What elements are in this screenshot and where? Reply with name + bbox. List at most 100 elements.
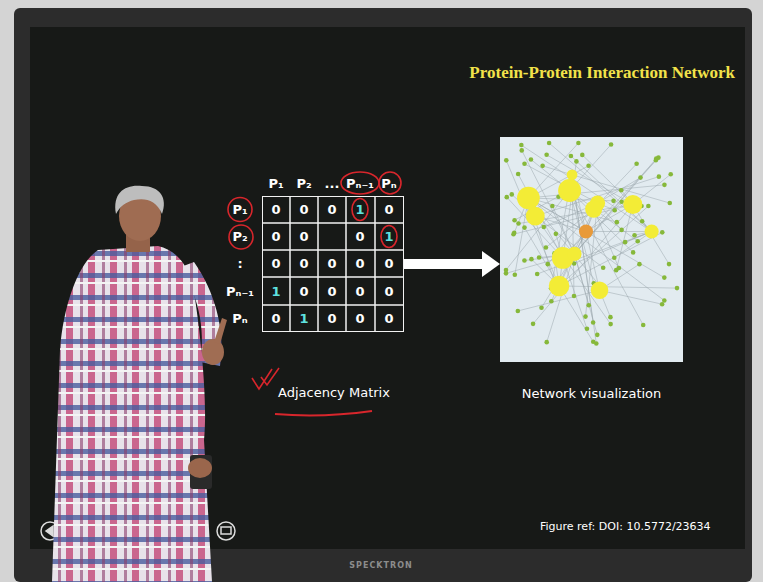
matrix-cell: 0 <box>355 229 364 244</box>
network-node <box>662 298 667 303</box>
matrix-header: ... <box>325 176 340 191</box>
slide-title: Protein-Protein Interaction Network <box>469 63 735 83</box>
network-link <box>570 191 644 326</box>
network-node <box>638 175 643 180</box>
network-node <box>612 208 617 213</box>
network-node <box>637 262 642 267</box>
matrix-header: P₁ <box>232 202 247 217</box>
presenter <box>52 186 227 582</box>
network-node <box>549 299 554 304</box>
network-link <box>552 206 574 254</box>
matrix-cell: 0 <box>384 256 393 271</box>
matrix-cell: 0 <box>299 284 308 299</box>
matrix-cell: 1 <box>355 202 364 217</box>
network-node <box>660 230 665 235</box>
network-node <box>544 152 549 157</box>
pen-circle <box>379 172 401 194</box>
presenter-hand <box>202 339 224 365</box>
network-node <box>654 158 659 163</box>
network-node <box>668 172 673 177</box>
network-node <box>619 228 624 233</box>
matrix-cell: 0 <box>271 229 280 244</box>
pen-underline <box>275 411 372 415</box>
presenter-shirt <box>52 246 212 582</box>
network-node <box>591 339 596 344</box>
network-hub <box>558 179 581 202</box>
network-link <box>547 155 633 205</box>
matrix-cell: 0 <box>299 256 308 271</box>
network-node <box>617 266 622 271</box>
network-link <box>515 198 529 275</box>
network-node <box>540 164 545 169</box>
network-node <box>516 309 521 314</box>
pen-circle <box>381 226 397 248</box>
network-node <box>601 265 606 270</box>
matrix-cell: 1 <box>384 229 393 244</box>
network-hub <box>585 201 602 218</box>
network-node <box>522 258 527 263</box>
matrix-header: P₁ <box>268 176 283 191</box>
network-node <box>635 239 640 244</box>
network-node <box>504 268 509 273</box>
flow-arrow <box>404 259 482 269</box>
network-hub <box>517 187 540 210</box>
brand-name: SPECKTRON <box>349 561 412 570</box>
network-node <box>580 153 585 158</box>
network-node <box>547 141 552 146</box>
network-node <box>535 272 540 277</box>
network-node <box>529 257 534 262</box>
network-link <box>549 143 652 232</box>
network-node <box>554 232 559 237</box>
network-node <box>608 322 613 327</box>
network-link <box>586 231 652 232</box>
matrix-header: Pₙ₋₁ <box>226 284 254 299</box>
network-links <box>506 143 677 344</box>
network-node <box>516 172 521 177</box>
matrix-header: Pₙ <box>232 311 247 326</box>
network-node <box>667 262 672 267</box>
matrix-header: Pₙ₋₁ <box>346 176 374 191</box>
pen-circle <box>228 198 252 222</box>
node-caption: Adjacency Matrix <box>278 385 390 400</box>
matrix-cell: 0 <box>327 256 336 271</box>
nav-icon <box>46 526 53 536</box>
network-node <box>623 240 628 245</box>
network-node <box>675 286 680 291</box>
network-link <box>513 205 632 235</box>
network-link <box>559 232 662 286</box>
figure-reference: Figure ref: DOI: 10.5772/23634 <box>540 520 711 533</box>
nav-icon <box>217 522 235 540</box>
network-hub <box>567 169 578 180</box>
network-node <box>586 303 591 308</box>
network-node <box>634 161 639 166</box>
network-node <box>608 315 613 320</box>
network-link <box>563 258 587 329</box>
presenter-hair <box>115 186 164 214</box>
network-link <box>518 174 563 258</box>
network-node <box>640 219 645 224</box>
network-node <box>619 199 624 204</box>
network-node <box>619 188 624 193</box>
grid-line <box>317 196 319 332</box>
network-node <box>662 183 667 188</box>
network-node <box>539 305 544 310</box>
matrix-cell: 0 <box>384 284 393 299</box>
network-hub <box>526 207 545 226</box>
network-node <box>512 218 517 223</box>
matrix-cell: 0 <box>355 311 364 326</box>
network-link <box>571 156 652 232</box>
matrix-cell: 0 <box>327 311 336 326</box>
matrix-cell: 0 <box>355 284 364 299</box>
network-node <box>657 174 662 179</box>
network-hub <box>591 282 608 299</box>
network-link <box>559 286 677 288</box>
network-node <box>641 323 646 328</box>
matrix-cell: 1 <box>299 311 308 326</box>
network-node <box>541 225 546 230</box>
network-hub <box>549 276 570 297</box>
pen-circle <box>341 172 379 194</box>
network-node <box>529 157 534 162</box>
network-hub <box>567 247 581 261</box>
pen-circle <box>229 225 253 249</box>
